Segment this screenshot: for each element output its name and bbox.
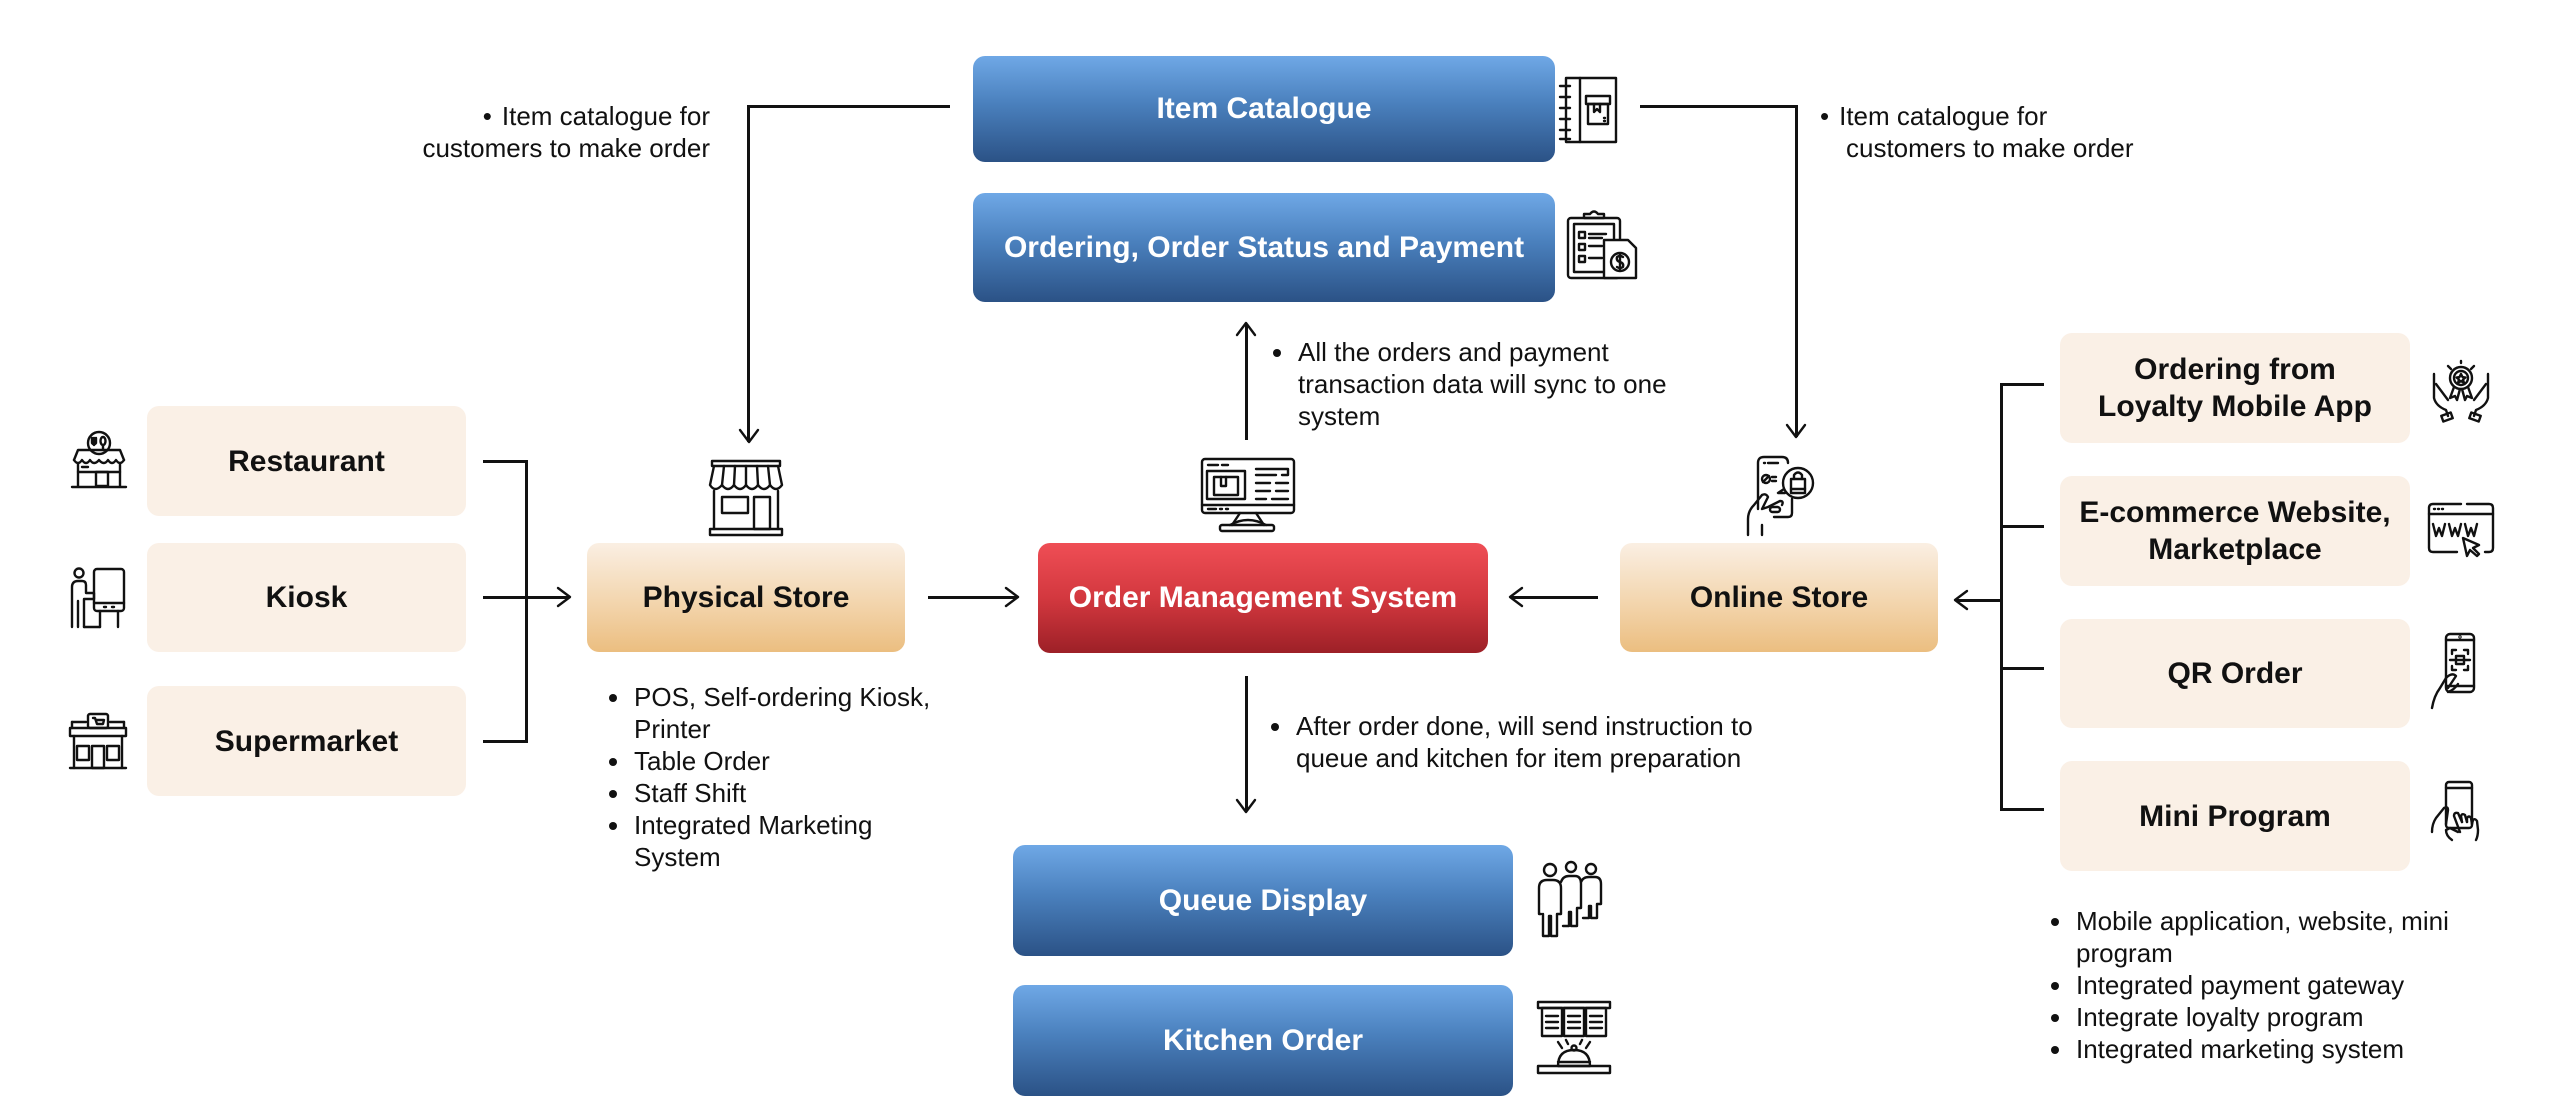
catalogue-book-icon bbox=[1558, 76, 1618, 144]
source-qr-order-label: QR Order bbox=[2167, 657, 2303, 690]
queue-display-box[interactable]: Queue Display bbox=[1013, 845, 1513, 956]
kiosk-person-icon bbox=[70, 567, 126, 629]
dispatch-note: After order done, will send instruction … bbox=[1270, 710, 1830, 774]
feature-item: Integrated payment gateway bbox=[2074, 969, 2470, 1001]
arrow-oms-to-ordering bbox=[1245, 325, 1248, 440]
bracket-left-arrow-line bbox=[483, 596, 569, 599]
ordering-payment-label: Ordering, Order Status and Payment bbox=[1003, 230, 1525, 264]
feature-item: Integrate loyalty program bbox=[2074, 1001, 2470, 1033]
connector-catalogue-left-h bbox=[747, 105, 950, 108]
queue-display-label: Queue Display bbox=[1158, 883, 1368, 917]
source-loyalty-app-line1: Ordering from bbox=[2134, 353, 2336, 386]
queue-people-icon bbox=[1537, 860, 1603, 938]
source-kiosk[interactable]: Kiosk bbox=[147, 543, 466, 652]
arrowhead-left-icon bbox=[1508, 586, 1524, 608]
supermarket-icon bbox=[68, 712, 128, 770]
online-store-label: Online Store bbox=[1689, 580, 1869, 614]
bracket-right-tick bbox=[2000, 667, 2044, 670]
bracket-right-arrow-line bbox=[1956, 599, 2002, 602]
source-ecommerce[interactable]: E-commerce Website, Marketplace bbox=[2060, 476, 2410, 586]
connector-catalogue-left-v bbox=[747, 105, 750, 442]
catalogue-note-left: •Item catalogue for customers to make or… bbox=[422, 101, 710, 163]
kitchen-order-box[interactable]: Kitchen Order bbox=[1013, 985, 1513, 1096]
bracket-right-tick bbox=[2000, 808, 2044, 811]
catalogue-note-right: •Item catalogue for customers to make or… bbox=[1820, 101, 2134, 163]
sync-note: All the orders and payment transaction d… bbox=[1272, 336, 1692, 432]
feature-item: Mobile application, website, mini progra… bbox=[2074, 905, 2470, 969]
item-catalogue-box[interactable]: Item Catalogue bbox=[973, 56, 1555, 162]
arrow-physical-to-oms bbox=[928, 596, 1016, 599]
qr-phone-icon bbox=[2430, 632, 2476, 710]
feature-item: Staff Shift bbox=[632, 777, 938, 809]
arrowhead-right-icon bbox=[1004, 586, 1020, 608]
bracket-right-tick bbox=[2000, 525, 2044, 528]
connector-catalogue-right-v bbox=[1795, 105, 1798, 437]
bracket-left-top bbox=[483, 460, 528, 463]
source-kiosk-label: Kiosk bbox=[265, 581, 348, 614]
phone-tap-icon bbox=[2430, 780, 2480, 842]
clipboard-payment-icon bbox=[1566, 210, 1638, 280]
arrowhead-up-icon bbox=[1235, 321, 1257, 337]
source-mini-program[interactable]: Mini Program bbox=[2060, 761, 2410, 871]
physical-store-box[interactable]: Physical Store bbox=[587, 543, 905, 652]
arrowhead-right-icon bbox=[556, 586, 572, 608]
source-mini-program-label: Mini Program bbox=[2139, 799, 2331, 833]
online-store-box[interactable]: Online Store bbox=[1620, 543, 1938, 652]
online-store-features: Mobile application, website, mini progra… bbox=[2050, 905, 2470, 1065]
arrow-online-to-oms bbox=[1512, 596, 1598, 599]
connector-catalogue-right-h bbox=[1640, 105, 1798, 108]
item-catalogue-label: Item Catalogue bbox=[1156, 92, 1372, 125]
source-supermarket-label: Supermarket bbox=[214, 724, 399, 758]
order-management-system-box[interactable]: Order Management System bbox=[1038, 543, 1488, 653]
arrowhead-left-icon bbox=[1953, 589, 1969, 611]
arrowhead-down-icon bbox=[1785, 423, 1807, 439]
source-ecommerce-line2: Marketplace bbox=[2148, 533, 2322, 566]
feature-item: Integrated marketing system bbox=[2074, 1033, 2470, 1065]
monitor-icon bbox=[1200, 457, 1296, 533]
feature-item: Integrated Marketing System bbox=[632, 809, 938, 873]
source-qr-order[interactable]: QR Order bbox=[2060, 619, 2410, 728]
mobile-shopping-icon bbox=[1746, 455, 1815, 537]
feature-item: Table Order bbox=[632, 745, 938, 777]
bracket-left-vertical bbox=[525, 460, 528, 743]
source-loyalty-app-line2: Loyalty Mobile App bbox=[2098, 390, 2372, 423]
loyalty-award-icon bbox=[2432, 359, 2490, 423]
website-www-icon bbox=[2427, 502, 2495, 558]
oms-label: Order Management System bbox=[1068, 581, 1458, 614]
storefront-icon bbox=[708, 459, 784, 537]
arrow-oms-to-queue bbox=[1245, 676, 1248, 810]
kitchen-order-label: Kitchen Order bbox=[1162, 1023, 1364, 1057]
source-restaurant-label: Restaurant bbox=[228, 444, 385, 478]
arrowhead-down-icon bbox=[1235, 798, 1257, 814]
source-loyalty-app[interactable]: Ordering from Loyalty Mobile App bbox=[2060, 333, 2410, 443]
physical-store-label: Physical Store bbox=[642, 580, 850, 614]
physical-store-features: POS, Self-ordering Kiosk, Printer Table … bbox=[608, 681, 938, 873]
kitchen-bell-icon bbox=[1536, 1000, 1612, 1075]
arrowhead-down-icon bbox=[738, 428, 760, 444]
feature-item: POS, Self-ordering Kiosk, Printer bbox=[632, 681, 938, 745]
bracket-left-bottom bbox=[483, 740, 528, 743]
ordering-payment-box[interactable]: Ordering, Order Status and Payment bbox=[973, 193, 1555, 302]
bracket-right-tick bbox=[2000, 383, 2044, 386]
bracket-right-vertical bbox=[2000, 383, 2003, 811]
source-restaurant[interactable]: Restaurant bbox=[147, 406, 466, 516]
source-supermarket[interactable]: Supermarket bbox=[147, 686, 466, 796]
source-ecommerce-line1: E-commerce Website, bbox=[2079, 496, 2391, 529]
restaurant-icon bbox=[70, 430, 128, 489]
